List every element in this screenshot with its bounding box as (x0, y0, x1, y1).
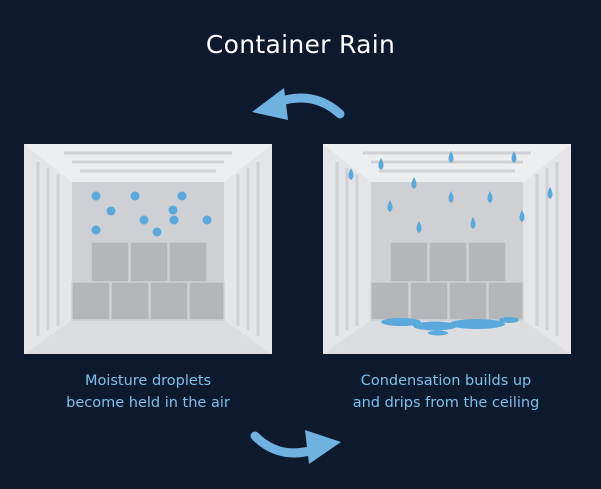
caption-condensation: Condensation builds up and drips from th… (301, 370, 591, 414)
container-panel-condensation (323, 144, 571, 354)
container-panel-moisture (24, 144, 272, 354)
caption-line: become held in the air (66, 395, 230, 411)
page-title: Container Rain (205, 30, 396, 59)
cycle-arrow-left-icon (248, 84, 348, 138)
caption-line: Moisture droplets (84, 373, 212, 389)
caption-line: and drips from the ceiling (352, 395, 540, 411)
caption-line: Condensation builds up (360, 373, 532, 389)
cycle-arrow-right-icon (249, 418, 345, 472)
caption-moisture: Moisture droplets become held in the air (3, 370, 293, 414)
